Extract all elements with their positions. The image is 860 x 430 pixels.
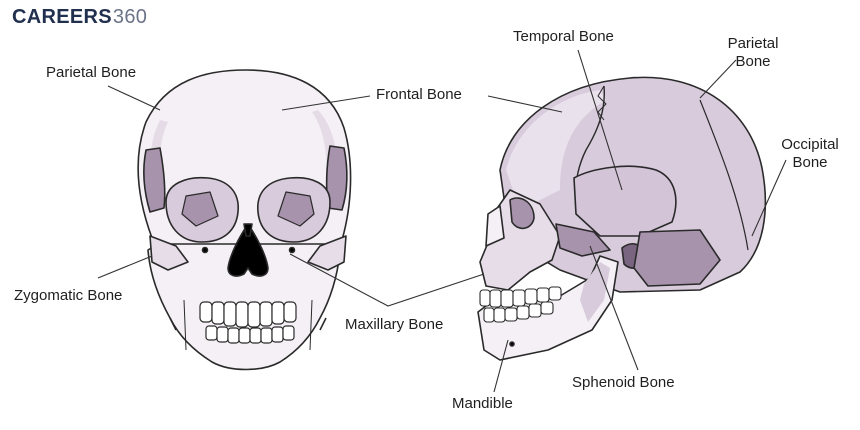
front-lower-teeth [205, 325, 295, 344]
leader-occipital [751, 159, 787, 237]
leader-temporal [577, 49, 623, 191]
leader-frontal [281, 95, 371, 111]
label-parietal-line-2: Bone [735, 53, 771, 70]
logo-text-bold: CAREERS [12, 6, 112, 28]
front-upper-teeth [199, 301, 297, 328]
side-sphenoid [555, 223, 611, 257]
front-skull [137, 69, 352, 371]
front-zygomatic-right [307, 235, 347, 271]
label-parietal-bone-side: Parietal Bone [718, 35, 788, 71]
side-orbit [509, 197, 535, 230]
label-parietal-bone-front: Parietal Bone [46, 64, 137, 81]
label-maxillary-bone: Maxillary Bone [345, 316, 444, 333]
leader-lines [97, 49, 787, 393]
careers360-logo: CAREERS360 [12, 6, 147, 29]
label-zygomatic-bone: Zygomatic Bone [14, 287, 123, 304]
label-frontal-bone: Frontal Bone [376, 86, 462, 103]
label-occipital-bone: Occipital Bone [770, 136, 850, 172]
side-skull [477, 76, 767, 361]
side-upper-teeth [479, 286, 562, 308]
leader-frontal-side [487, 95, 563, 113]
label-occipital-line-1: Occipital [781, 136, 839, 153]
leader-maxillary [289, 253, 485, 307]
label-occipital-line-2: Bone [792, 154, 828, 171]
logo-text-light: 360 [112, 6, 148, 28]
label-parietal-line-1: Parietal [727, 35, 779, 52]
nasal-cavity [227, 223, 269, 277]
leader-parietal-front [107, 85, 161, 111]
label-temporal-bone: Temporal Bone [513, 28, 614, 45]
leader-zygomatic [97, 255, 153, 279]
side-lower-teeth [483, 301, 554, 323]
leader-mandible [493, 339, 509, 393]
front-zygomatic-left [149, 235, 189, 271]
label-mandible: Mandible [452, 395, 513, 412]
leader-sphenoid [589, 245, 639, 371]
leader-parietal-side [699, 59, 737, 99]
side-temporal [573, 165, 677, 237]
label-sphenoid-bone: Sphenoid Bone [572, 374, 675, 391]
